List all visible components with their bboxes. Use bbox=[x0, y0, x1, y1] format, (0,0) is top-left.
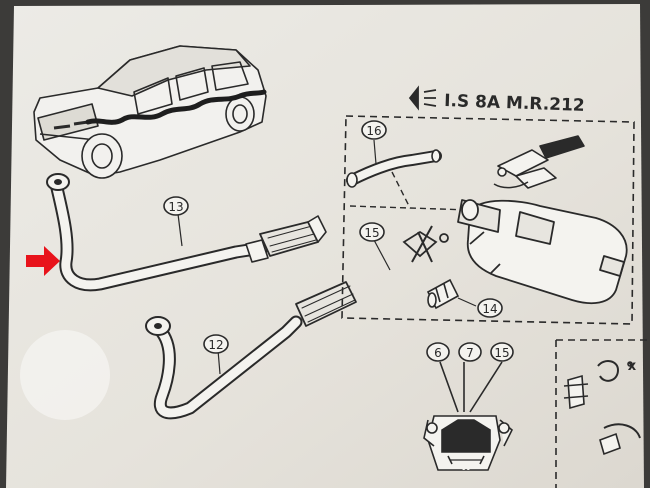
callout-12-label: 12 bbox=[208, 338, 223, 352]
assembly-box bbox=[341, 115, 635, 325]
bracket-detail bbox=[423, 361, 513, 471]
dimension-x-marker: x bbox=[628, 359, 637, 374]
front-pipe-12 bbox=[145, 281, 357, 420]
rubber-mount bbox=[402, 225, 449, 263]
catalog-code: I.S 8A M.R.212 bbox=[444, 91, 585, 116]
callout-7: 7 bbox=[458, 342, 482, 362]
callout-14-label: 14 bbox=[482, 302, 497, 316]
sleeve-part-14 bbox=[426, 278, 460, 310]
front-pipe-13 bbox=[46, 173, 327, 292]
lamp-symbol-icon bbox=[408, 85, 437, 111]
callout-13: 13 bbox=[163, 196, 189, 216]
callout-13-label: 13 bbox=[168, 200, 183, 214]
callout-15-bracket: 15 bbox=[490, 342, 514, 362]
callout-15b-label: 15 bbox=[494, 346, 509, 360]
callout-15-label: 15 bbox=[364, 226, 379, 240]
red-arrow-icon bbox=[26, 246, 60, 276]
callout-7-label: 7 bbox=[466, 346, 474, 360]
pipe-part-16 bbox=[346, 149, 442, 188]
callout-6-label: 6 bbox=[434, 346, 442, 360]
leader-lines bbox=[177, 139, 477, 375]
callout-16-label: 16 bbox=[366, 124, 381, 138]
callout-16: 16 bbox=[361, 120, 387, 140]
callout-6: 6 bbox=[426, 342, 450, 362]
dimension-x-label: x bbox=[462, 459, 470, 473]
rear-silencer bbox=[457, 199, 628, 305]
car-illustration bbox=[33, 45, 267, 179]
leader-dashed bbox=[349, 171, 471, 211]
clamp-hardware bbox=[493, 135, 585, 189]
callout-14: 14 bbox=[477, 298, 503, 318]
paper-glare bbox=[20, 330, 110, 420]
fittings-detail bbox=[563, 360, 641, 456]
fittings-box bbox=[555, 339, 650, 488]
callout-15: 15 bbox=[359, 222, 385, 242]
callout-12: 12 bbox=[203, 334, 229, 354]
